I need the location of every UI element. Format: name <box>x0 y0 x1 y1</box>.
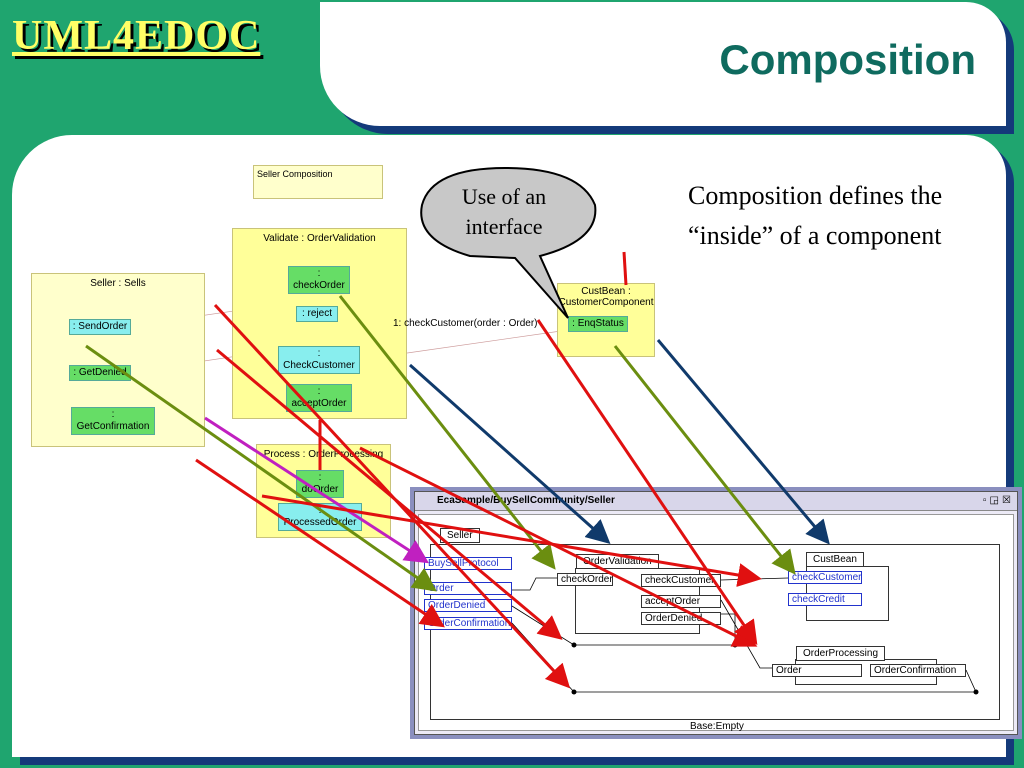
message-label: 1: checkCustomer(order : Order) <box>393 318 538 329</box>
op-tab[interactable]: OrderProcessing <box>796 646 886 661</box>
port-getconfirmation[interactable]: : GetConfirmation <box>71 407 155 435</box>
port-checkorder[interactable]: : checkOrder <box>288 266 350 294</box>
wport-checkcustomer-cb[interactable]: checkCustomer <box>788 571 862 584</box>
port-doorder[interactable]: : doOrder <box>296 470 344 498</box>
wport-orderconfirmation[interactable]: OrderConfirmation <box>424 617 512 630</box>
logo: UML4EDOC <box>12 13 261 59</box>
ov-tab[interactable]: OrderValidation <box>576 554 659 569</box>
close-icon[interactable]: ☒ <box>1002 495 1011 506</box>
port-enqstatus[interactable]: : EnqStatus <box>568 316 628 332</box>
port-processedorder[interactable]: : ProcessedOrder <box>278 503 362 531</box>
wport-orderconfirmation-op[interactable]: OrderConfirmation <box>870 664 966 677</box>
seller-title: Seller : Sells <box>90 278 146 289</box>
seller-composite[interactable] <box>430 544 1000 720</box>
port-checkcustomer[interactable]: : CheckCustomer <box>278 346 360 374</box>
wport-checkorder[interactable]: checkOrder <box>557 573 613 586</box>
slide-title: Composition <box>719 36 976 83</box>
port-sendorder[interactable]: : SendOrder <box>69 319 131 335</box>
process-title: Process : OrderProcessing <box>263 449 384 460</box>
custbean-title: CustBean : CustomerComponent <box>558 286 654 308</box>
window-controls[interactable]: ▫ ◲ ☒ <box>983 494 1011 506</box>
port-acceptorder[interactable]: : acceptOrder <box>286 384 352 412</box>
wport-checkcustomer-ov[interactable]: checkCustomer <box>641 574 721 587</box>
validate-title: Validate : OrderValidation <box>263 233 376 244</box>
cb-tab[interactable]: CustBean <box>806 552 864 567</box>
restore-icon[interactable]: ◲ <box>989 495 999 506</box>
wport-order-op[interactable]: Order <box>772 664 862 677</box>
wport-buysellprotocol[interactable]: BuySellProtocol <box>424 557 512 570</box>
seller-composition-note: Seller Composition <box>253 165 383 199</box>
seller-tab[interactable]: Seller <box>440 528 480 543</box>
wport-orderdenied-ov[interactable]: OrderDenied <box>641 612 721 625</box>
bubble-text: Use of an interface <box>461 184 547 239</box>
wport-acceptorder[interactable]: acceptOrder <box>641 595 721 608</box>
title-card: Composition <box>320 2 1006 126</box>
composition-description: Composition defines the “inside” of a co… <box>688 181 943 250</box>
wport-orderdenied[interactable]: OrderDenied <box>424 599 512 612</box>
base-label: Base:Empty <box>690 721 744 732</box>
window-titlebar[interactable]: EcaSample/BuySellCommunity/Seller ▫ ◲ ☒ <box>415 492 1017 511</box>
port-reject[interactable]: : reject <box>296 306 338 322</box>
wport-checkcredit[interactable]: checkCredit <box>788 593 862 606</box>
minimize-icon[interactable]: ▫ <box>982 495 987 506</box>
port-getdenied[interactable]: : GetDenied <box>69 365 131 381</box>
wport-order[interactable]: Order <box>424 582 512 595</box>
window-title: EcaSample/BuySellCommunity/Seller <box>437 495 615 506</box>
